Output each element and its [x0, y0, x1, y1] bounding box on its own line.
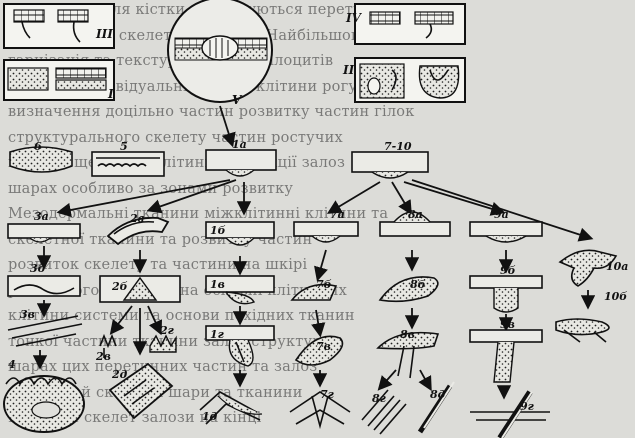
- label-III: III: [95, 27, 113, 41]
- label-I: I: [107, 87, 114, 101]
- label-3v: 3в: [20, 308, 35, 321]
- label-1a: 1a: [232, 138, 247, 151]
- background-text-line: розвиток скелету та частини на шкірі: [8, 257, 308, 273]
- stage-8b: 8б: [378, 276, 439, 303]
- label-9v: 9в: [500, 318, 515, 331]
- stage-2a: 2а: [106, 212, 170, 246]
- stage-3b: 3б: [7, 262, 81, 297]
- stage-3a: 3а: [7, 210, 81, 243]
- label-2a: 2а: [129, 212, 145, 225]
- label-2v: 2в: [95, 350, 111, 363]
- label-7v: 7в: [316, 340, 331, 353]
- background-text-line: Мезодермальні тканини міжклітинні клітин…: [8, 206, 389, 222]
- label-7-10: 7-10: [384, 140, 412, 153]
- label-2g: 2г: [159, 324, 175, 337]
- label-1g: 1г: [210, 328, 225, 341]
- stage-5: 5: [91, 140, 165, 177]
- stage-1v: 1в: [205, 275, 275, 305]
- stage-7g: 7г: [289, 388, 351, 430]
- label-3a: 3а: [34, 210, 49, 223]
- label-9b: 9б: [500, 264, 516, 277]
- stage-3v: 3в: [7, 308, 83, 347]
- label-8b: 8б: [410, 278, 426, 291]
- label-8a: 8а: [408, 208, 423, 221]
- stage-9a: 9а: [469, 208, 543, 243]
- label-10b: 10б: [604, 290, 627, 303]
- stage-6: 6: [9, 140, 73, 173]
- label-6: 6: [34, 140, 42, 153]
- stage-8a: 8а: [379, 208, 451, 237]
- label-3b: 3б: [30, 262, 46, 275]
- label-8d: 8д: [430, 388, 446, 401]
- background-text-line: структурального скелету частин ростучих: [8, 129, 343, 146]
- label-7a: 7а: [330, 208, 345, 221]
- label-IV: IV: [345, 11, 363, 25]
- stage-7v: 7в: [294, 335, 344, 366]
- background-text-line: визначення доцільно частин розвитку част…: [8, 104, 415, 120]
- label-II: II: [342, 63, 355, 77]
- label-7b: 7б: [316, 278, 332, 291]
- stage-2v: 2в: [95, 333, 117, 363]
- panel-II: II: [342, 57, 466, 103]
- label-5: 5: [120, 140, 128, 153]
- stage-8v: 8в: [376, 328, 440, 379]
- label-9g: 9г: [520, 400, 535, 413]
- background-text-line: клітини системи та основи похідних ткани…: [8, 308, 355, 324]
- label-9a: 9а: [494, 208, 509, 221]
- stage-7a: 7а: [293, 208, 359, 243]
- stage-2g: 2г: [149, 324, 177, 353]
- stage-8g: 8г: [361, 389, 407, 435]
- label-4: 4: [8, 358, 16, 371]
- label-8v: 8в: [400, 328, 415, 341]
- stage-7b: 7б: [290, 278, 338, 301]
- stage-7-10: 7-10: [351, 140, 429, 179]
- stage-2d: 2д: [108, 362, 174, 420]
- stage-1b: 1б: [205, 221, 275, 246]
- stage-10b: 10б: [555, 290, 627, 343]
- label-1v: 1в: [210, 278, 225, 291]
- stage-8d: 8д: [417, 381, 455, 434]
- stage-1g: 1г: [205, 325, 275, 367]
- stage-4: 4: [3, 358, 85, 433]
- stage-2b: 2б: [99, 275, 181, 303]
- stage-10a: 10а: [558, 249, 628, 287]
- stage-9b: 9б: [469, 264, 543, 313]
- panel-IV: IV: [345, 3, 466, 45]
- label-10a: 10а: [606, 260, 628, 273]
- stage-1a: 1a: [205, 138, 277, 177]
- label-1b: 1б: [210, 224, 226, 237]
- panel-I: I: [3, 59, 115, 101]
- label-8g: 8г: [372, 392, 387, 405]
- stage-9g: 9г: [470, 390, 550, 438]
- label-2d: 2д: [111, 368, 128, 381]
- label-1d: 1д: [202, 410, 218, 423]
- label-V: V: [232, 93, 243, 107]
- magnified-tissue-circle: V: [167, 0, 273, 107]
- label-2b: 2б: [111, 280, 128, 293]
- label-7g: 7г: [320, 388, 335, 401]
- panel-III: III: [3, 3, 115, 49]
- stage-1d: 1д: [199, 391, 263, 425]
- stage-9v: 9в: [469, 318, 543, 383]
